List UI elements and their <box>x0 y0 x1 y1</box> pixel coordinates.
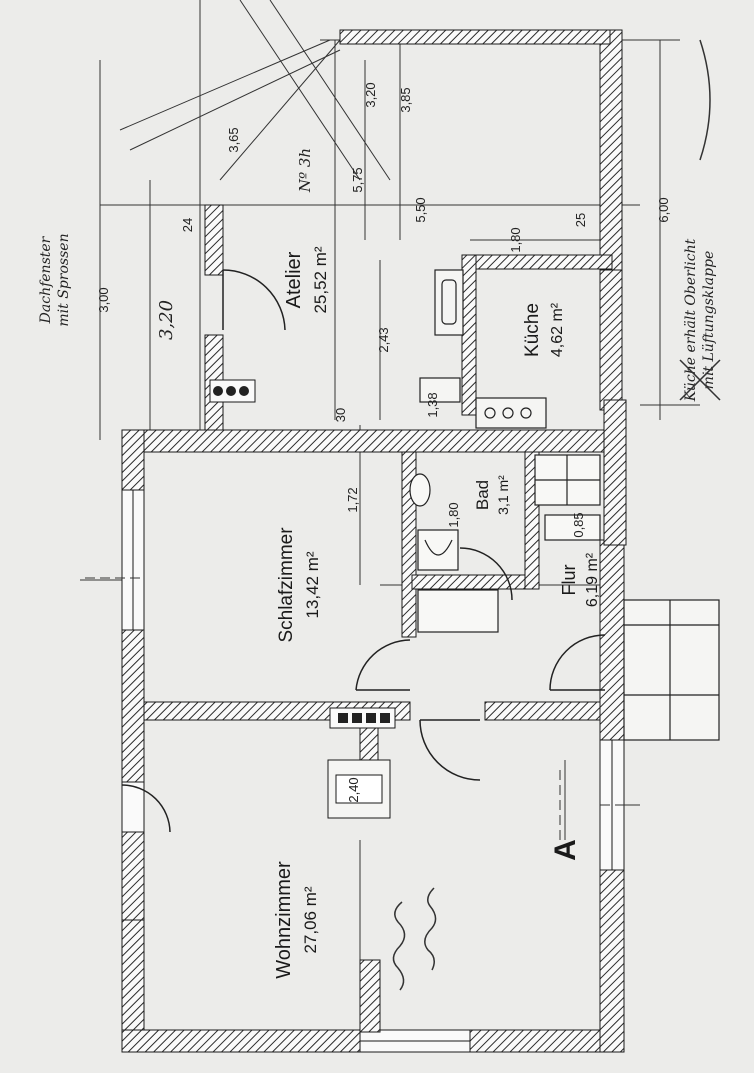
dachfenster-note-line-2: mit Sprossen <box>56 233 72 326</box>
wohnzimmer-area: 27,06 m² <box>301 886 320 953</box>
dim-2-43: 2,43 <box>376 327 391 352</box>
atelier-code: Nº 3h <box>296 148 314 193</box>
dim-1-80-b: 1,80 <box>508 227 523 252</box>
dim-3-20-b: 3,20 <box>156 300 177 340</box>
dim-6-00: 6,00 <box>656 197 671 222</box>
kitchen-note-line-1: Küche erhält Oberlicht <box>683 238 699 402</box>
atelier-walls <box>204 29 623 431</box>
schlafzimmer-name: Schlafzimmer <box>276 527 297 643</box>
dim-3-85: 3,85 <box>398 87 413 112</box>
dimension-lines <box>80 0 700 1000</box>
dim-25: 25 <box>573 213 588 227</box>
flur-cupboard <box>417 589 499 633</box>
bad-area: 3,1 m² <box>495 475 511 515</box>
doors <box>121 547 606 833</box>
kitchen-furniture <box>419 269 547 429</box>
atelier-door <box>222 269 286 331</box>
kitchen-note-line-2: mit Lüftungsklappe <box>701 251 717 390</box>
dim-5-75: 5,75 <box>350 167 365 192</box>
dim-5-50: 5,50 <box>413 197 428 222</box>
dim-3-00: 3,00 <box>96 287 111 312</box>
dim-30: 30 <box>333 408 348 422</box>
dim-3-65: 3,65 <box>226 127 241 152</box>
atelier-name: Atelier <box>283 251 305 308</box>
main-outer-walls <box>121 399 627 1053</box>
dim-2-40: 2,40 <box>346 777 361 802</box>
dachfenster-note-line-1: Dachfenster <box>38 235 54 324</box>
atelier-area: 25,52 m² <box>311 246 330 313</box>
flur-area: 6,19 m² <box>584 552 601 607</box>
kueche-area: 4,62 m² <box>549 302 566 357</box>
entrance-steps <box>623 599 720 741</box>
chimney-block <box>327 707 396 819</box>
axis-lines <box>85 577 640 840</box>
handwritten-scribbles <box>392 39 721 991</box>
bad-name: Bad <box>473 480 492 510</box>
kueche-name: Küche <box>522 303 543 357</box>
schlafzimmer-area: 13,42 m² <box>303 551 322 618</box>
dim-3-20-a: 3,20 <box>363 82 378 107</box>
section-mark-a: A <box>549 839 582 861</box>
wohnzimmer-name: Wohnzimmer <box>273 861 295 979</box>
dim-1-72: 1,72 <box>345 487 360 512</box>
flur-name: Flur <box>559 564 579 595</box>
dim-1-38: 1,38 <box>425 392 440 417</box>
dim-24: 24 <box>180 218 195 232</box>
bath-fixtures <box>409 454 601 571</box>
dim-1-80-a: 1,80 <box>446 502 461 527</box>
dim-0-85: 0,85 <box>571 512 586 537</box>
